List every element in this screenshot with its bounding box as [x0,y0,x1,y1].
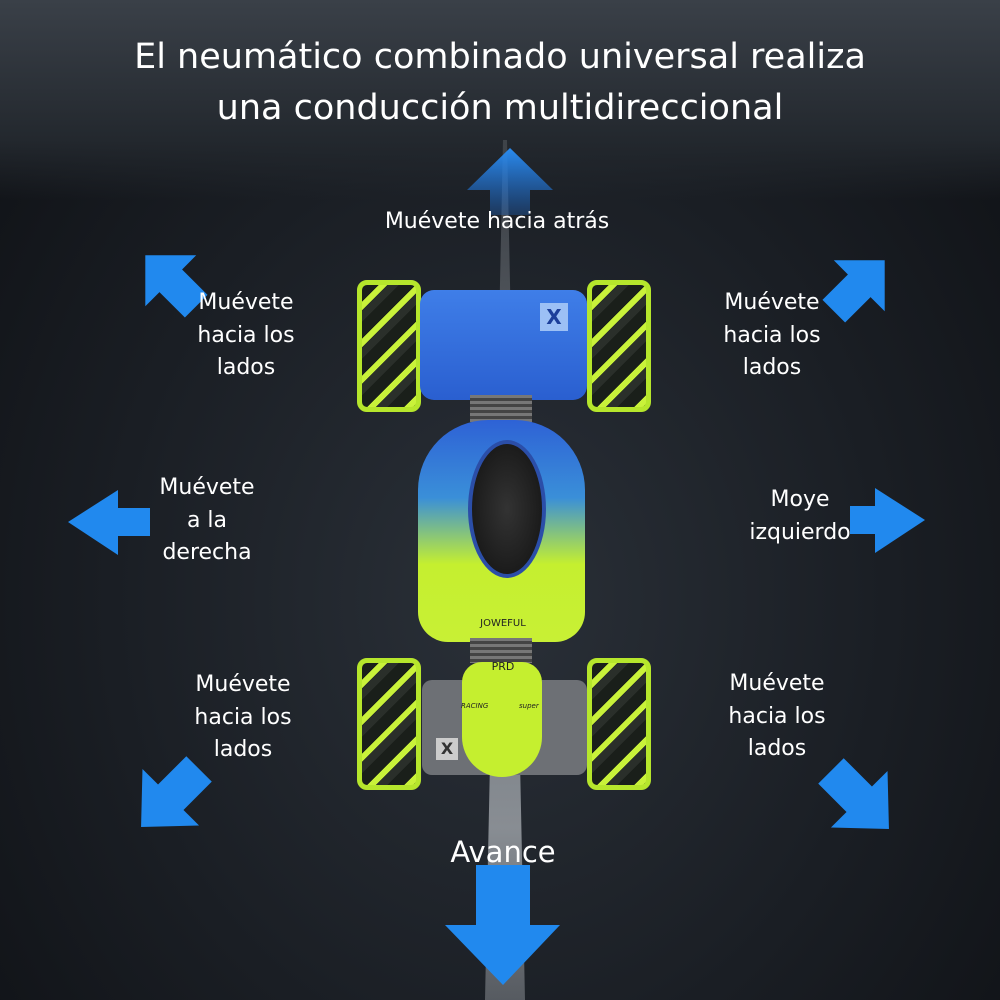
label-line: hacia los [197,322,295,348]
label-down: Avance [450,835,556,869]
car-logo-rear: X [436,738,458,760]
label-right: Moye izquierdo [749,484,850,549]
label-line: hacia los [723,322,821,348]
label-line: Muévete [724,290,820,315]
decal-racing: RACING [461,702,489,710]
label-bottom-left: Muévete hacia los lados [194,669,291,767]
label-line: izquierdo [749,519,851,545]
label-top-left: Muévete hacia los lados [197,287,294,385]
wheel-front-right [587,280,651,412]
wheel-front-left [357,280,421,412]
label-line: hacia los [728,703,826,729]
rear-nose [462,662,542,777]
wheel-rear-right [587,658,651,790]
label-line: Moye [770,487,830,512]
headline-line-2: una conducción multidireccional [216,88,784,128]
label-left: Muévete a la derecha [159,472,254,570]
car-logo-front: X [540,303,568,331]
label-bottom-right: Muévete hacia los lados [728,668,825,766]
label-line: Muévete [198,290,294,315]
spring-rear [470,638,532,663]
label-line: hacia los [194,704,292,730]
label-line: lados [742,355,802,380]
headline: El neumático combinado universal realiza… [0,32,1000,134]
arrow-down-left-icon [141,756,212,827]
car-badge: PRD [491,660,515,673]
decal-super: super [519,702,539,710]
label-line: lados [747,736,807,761]
wheel-rear-left [357,658,421,790]
label-line: lados [213,737,273,762]
headline-line-1: El neumático combinado universal realiza [134,37,866,77]
label-line: derecha [162,540,252,565]
car-brand: JOWEFUL [480,618,526,629]
arrow-down-right-icon [818,758,889,829]
arrow-left-icon [68,490,150,555]
arrow-right-icon [850,488,925,553]
label-line: Muévete [195,672,291,697]
arrow-up-icon [467,148,553,215]
label-top-right: Muévete hacia los lados [723,287,820,385]
car-canopy [468,440,546,578]
arrow-up-right-icon [822,260,885,323]
label-line: Muévete [159,475,255,500]
arrow-down-icon [445,865,560,985]
label-line: lados [216,355,276,380]
label-up: Muévete hacia atrás [384,209,610,234]
label-line: a la [186,507,228,533]
label-line: Muévete [729,671,825,696]
arrow-up-left-icon [145,255,208,318]
